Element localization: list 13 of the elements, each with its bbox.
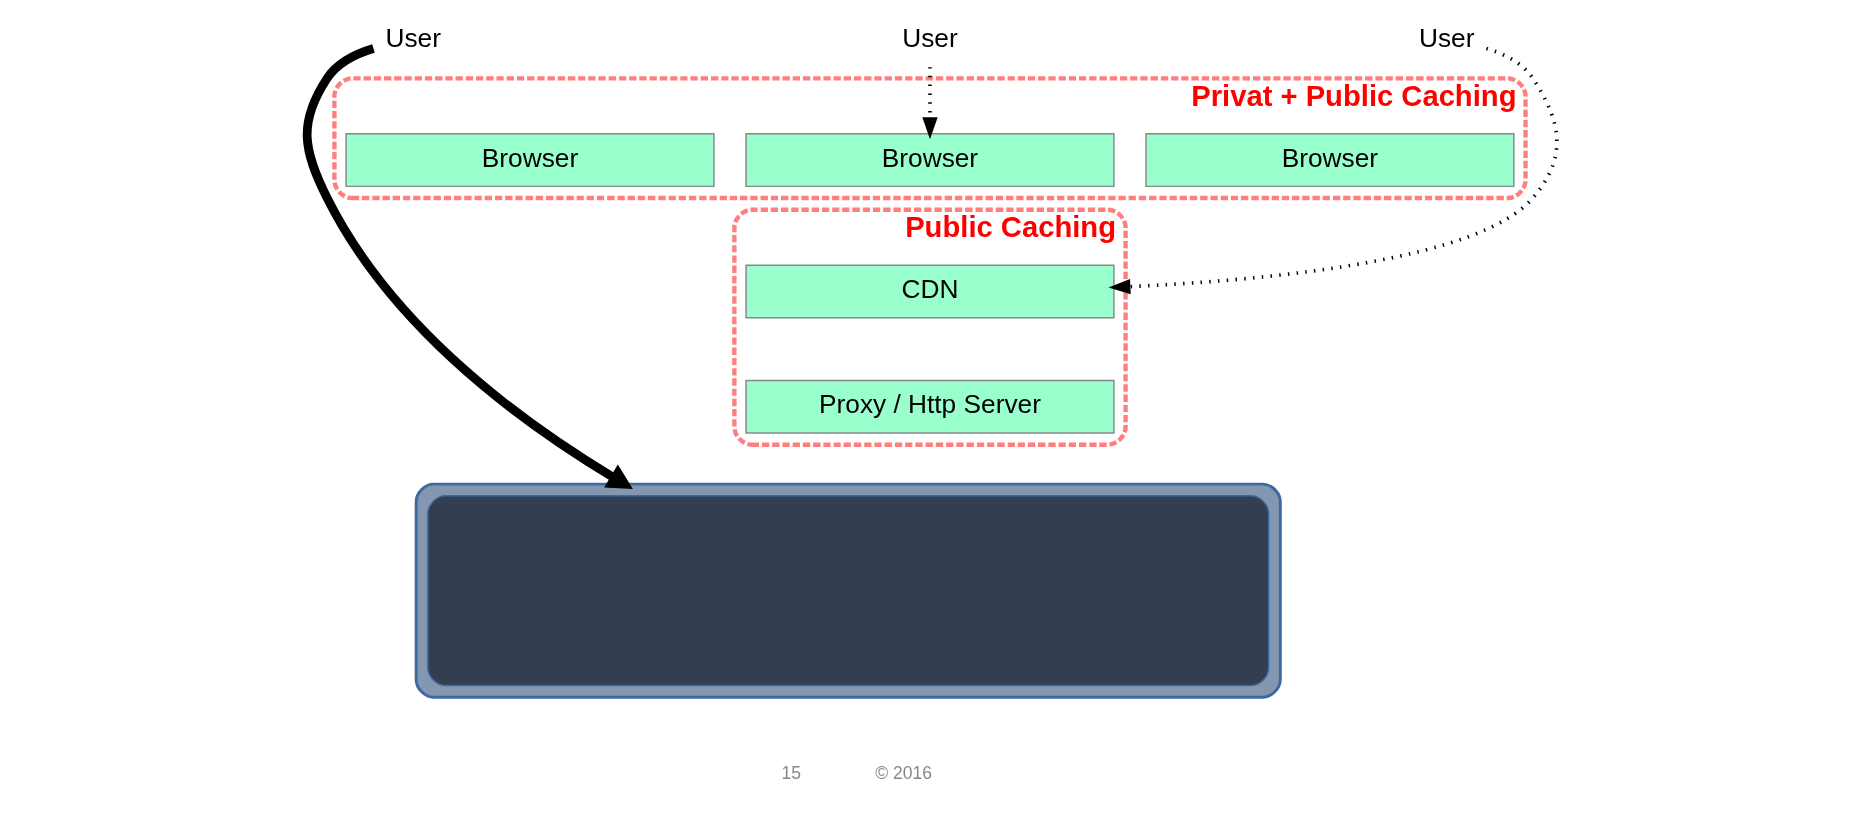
- node-text: User: [1418, 22, 1475, 53]
- node-box: Browser: [345, 133, 715, 188]
- label: 15: [781, 763, 802, 784]
- node-box: Browser: [745, 133, 1115, 188]
- node-text: User: [902, 22, 958, 53]
- label: © 2016: [875, 763, 933, 784]
- node-box: Browser: [1145, 133, 1515, 188]
- node-box: CDN: [745, 264, 1115, 319]
- arrow: [302, 44, 633, 489]
- node-text: User: [385, 22, 441, 53]
- node-box: Proxy / Http Server: [745, 379, 1115, 434]
- arrow: [1108, 46, 1559, 295]
- arrow: [922, 67, 938, 140]
